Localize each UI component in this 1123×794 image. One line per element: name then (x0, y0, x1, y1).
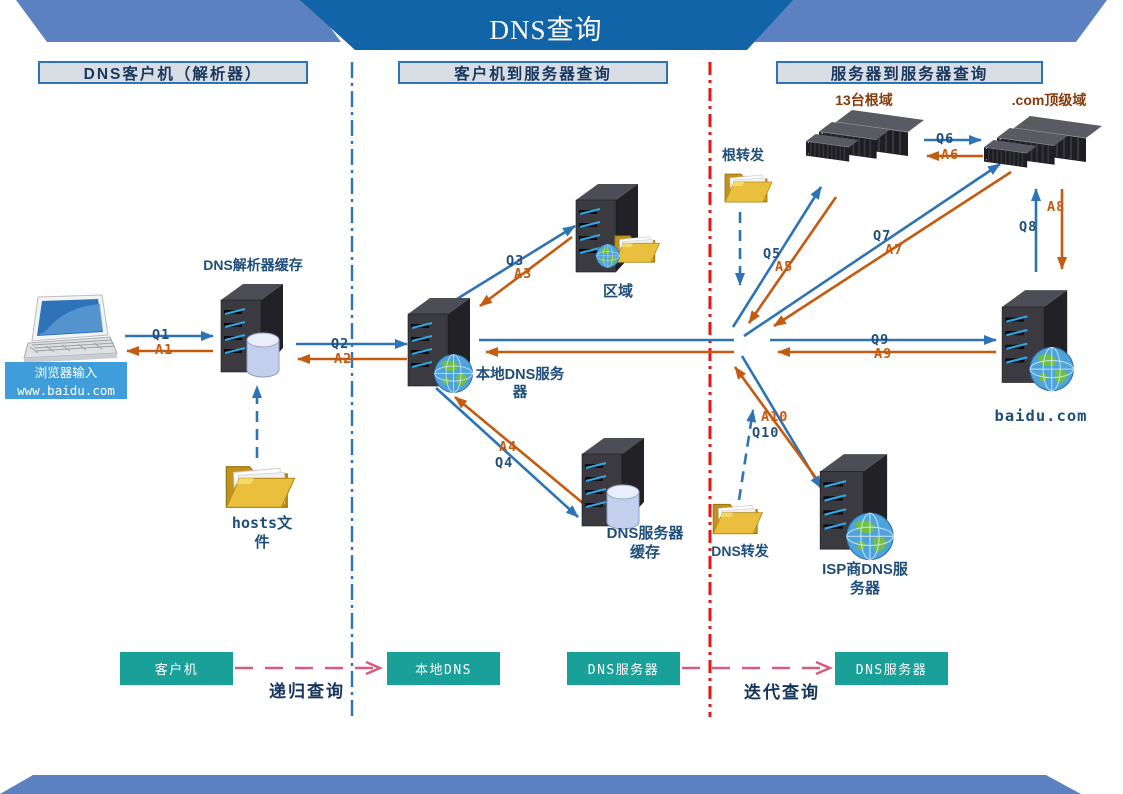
baidu-server-icon (1001, 289, 1075, 392)
hosts-file-label: hosts文件 (231, 514, 293, 551)
section-header-client: DNS客户机（解析器） (38, 61, 308, 84)
zone-label: 区域 (602, 283, 633, 300)
recursive-query-label: 递归查询 (269, 682, 345, 701)
arrow-lines (125, 135, 1067, 676)
isp-dns-label: ISP商DNS服务器 (822, 561, 908, 597)
baidu-label: baidu.com (994, 407, 1088, 425)
root-forward-folder-icon (724, 173, 773, 203)
arrow-a3 (479, 235, 573, 308)
flow-box-dns-server-1: DNS服务器 (567, 652, 680, 685)
arrow-label-a7: A7 (885, 242, 904, 258)
resolver-cache-label: DNS解析器缓存 (203, 257, 303, 273)
dns-forward-label: DNS转发 (711, 543, 769, 559)
section-header-server-to-server: 服务器到服务器查询 (776, 61, 1043, 84)
isp-dns-server-icon (819, 453, 894, 561)
flow-box-local-dns: 本地DNS (387, 652, 500, 685)
iterative-query-label: 迭代查询 (744, 683, 820, 702)
arrow-q4 (435, 387, 579, 518)
arrow-label-q8: Q8 (1019, 219, 1038, 235)
flow-box-client: 客户机 (120, 652, 233, 685)
arrow-label-a3: A3 (514, 266, 533, 282)
tld-servers-icon (984, 116, 1102, 168)
arrow-label-q4: Q4 (495, 455, 514, 471)
arrow-q7 (743, 162, 1001, 338)
arrow-label-a6: A6 (941, 147, 960, 163)
browser-input-line1: 浏览器输入 (34, 366, 98, 380)
local-dns-label: 本地DNS服务器 (475, 367, 565, 402)
arrow-label-q9: Q9 (871, 332, 890, 348)
bottom-banner (0, 775, 1081, 794)
arrow-label-a8: A8 (1047, 199, 1066, 215)
hosts-folder-icon (225, 465, 296, 509)
arrow-a7 (773, 170, 1012, 328)
dns-forward-folder-icon (712, 503, 764, 535)
arrow-label-a9: A9 (874, 346, 893, 362)
arrow-a5 (747, 196, 838, 324)
browser-input-url: www.baidu.com (17, 383, 115, 399)
resolver-cache-server-icon (220, 283, 284, 378)
arrow-label-a1: A1 (155, 342, 174, 358)
local-dns-server-icon (407, 297, 474, 394)
arrow-label-a2: A2 (334, 351, 353, 367)
root-servers-label: 13台根域 (835, 92, 893, 108)
arrow-q3 (451, 224, 576, 304)
arrow-a10 (733, 366, 818, 479)
diagram-title: DNS查询 (489, 15, 603, 45)
arrow-dnsforward-dashed (737, 409, 757, 501)
tld-servers-label: .com顶级域 (1011, 92, 1087, 108)
arrow-q5 (731, 186, 823, 328)
arrow-label-a4: A4 (499, 439, 518, 455)
arrow-a4 (454, 395, 585, 506)
flow-box-dns-server-2: DNS服务器 (835, 652, 948, 685)
arrow-label-q3: Q3 (506, 253, 525, 269)
arrow-label-q1: Q1 (152, 327, 171, 343)
arrow-label-q6: Q6 (936, 131, 955, 147)
browser-input-label: 浏览器输入 www.baidu.com (5, 362, 127, 399)
arrow-label-a10: A10 (761, 409, 789, 425)
arrow-label-q7: Q7 (873, 228, 892, 244)
top-banner (16, 0, 1107, 50)
root-servers-icon (806, 110, 924, 162)
root-forward-label: 根转发 (722, 147, 764, 163)
arrow-label-q2: Q2 (331, 336, 350, 352)
laptop-icon (23, 294, 118, 364)
dns-cache-label: DNS服务器缓存 (606, 525, 684, 561)
arrow-label-a5: A5 (775, 259, 794, 275)
arrow-label-q10: Q10 (752, 425, 780, 441)
dns-cache-server-icon (581, 437, 645, 530)
arrow-label-q5: Q5 (763, 246, 782, 262)
zone-server-icon (575, 183, 660, 273)
section-header-client-to-server: 客户机到服务器查询 (398, 61, 668, 84)
